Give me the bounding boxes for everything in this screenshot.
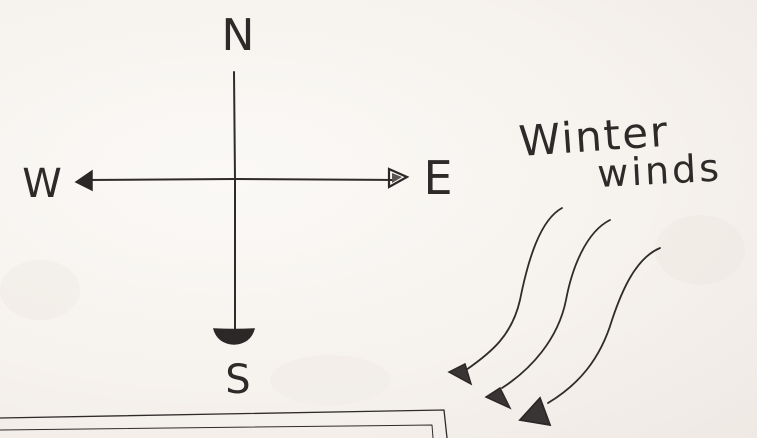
east-arrowhead xyxy=(387,167,410,189)
wind-arrow-3 xyxy=(518,247,661,427)
annotation-line-1: Winter xyxy=(517,107,671,166)
north-label: N xyxy=(222,10,255,61)
paper-smudges xyxy=(0,215,745,405)
wind-arrow-1 xyxy=(447,207,563,386)
west-arrowhead xyxy=(74,169,93,192)
south-label: S xyxy=(225,357,250,403)
south-arrowhead xyxy=(212,328,256,345)
annotation-line-2: winds xyxy=(596,146,723,196)
north-south-axis xyxy=(233,71,236,331)
bottom-box-inner-edge xyxy=(0,424,434,438)
west-label: W xyxy=(22,161,62,207)
east-label: E xyxy=(423,151,452,205)
bottom-box-edge xyxy=(0,409,448,438)
wind-arrow-2 xyxy=(484,219,611,410)
west-east-axis xyxy=(85,178,393,181)
east-arrowhead-fill xyxy=(392,173,402,183)
